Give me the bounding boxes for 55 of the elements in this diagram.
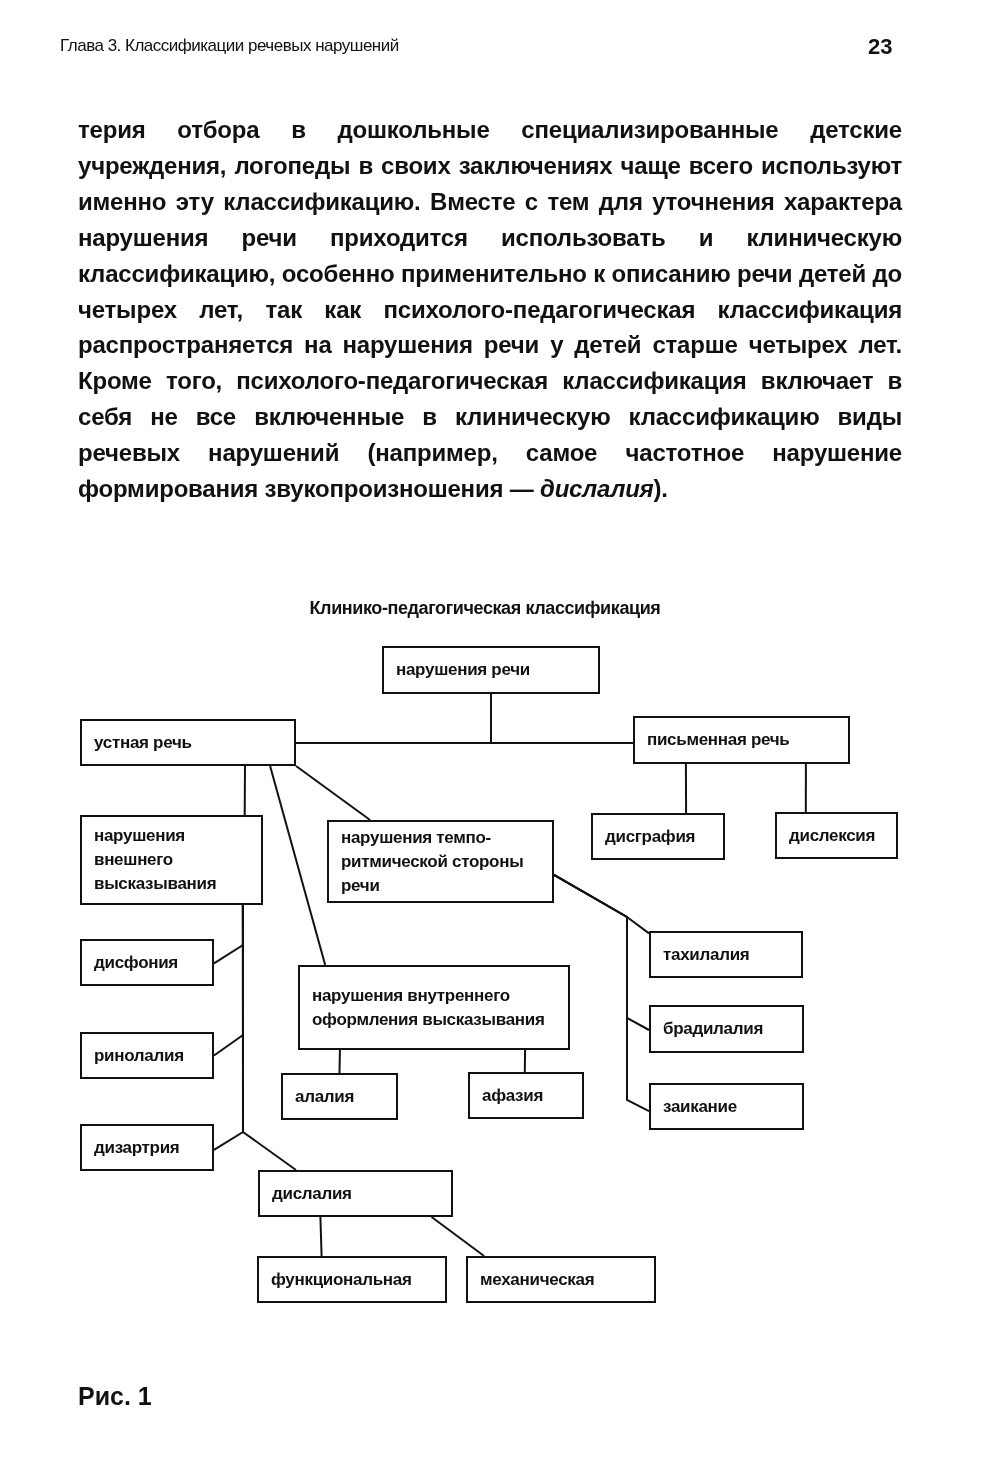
connector-line — [269, 765, 327, 966]
connector-line — [295, 765, 372, 821]
box-label: дизартрия — [94, 1136, 181, 1159]
diagram-title: Клинико-педагогическая классификация — [308, 598, 662, 619]
category-box — [382, 646, 600, 694]
box-label: дисфония — [94, 951, 179, 974]
connector-line — [338, 1049, 341, 1074]
box-label: нарушения внешнего высказывания — [94, 825, 218, 895]
box-label: механическая — [480, 1268, 596, 1291]
category-box — [281, 1073, 398, 1120]
figure-caption: Рис. 1 — [78, 1382, 152, 1411]
running-header: Глава 3. Классификации речевых нарушений — [60, 36, 399, 56]
connector-line — [523, 1049, 527, 1073]
category-box — [649, 931, 803, 978]
box-label: дислексия — [789, 824, 877, 847]
category-box — [80, 719, 296, 766]
box-label: ринолалия — [94, 1044, 185, 1067]
category-box — [591, 813, 725, 860]
box-label: письменная речь — [647, 729, 791, 751]
box-label: брадилалия — [663, 1018, 764, 1040]
category-box — [466, 1256, 656, 1303]
box-label: нарушения речи — [396, 659, 531, 681]
connector-line — [241, 904, 297, 1171]
box-label: устная речь — [94, 731, 193, 754]
category-box — [775, 812, 898, 859]
connector-line — [430, 1216, 486, 1257]
category-box — [468, 1072, 584, 1119]
category-box — [298, 965, 570, 1050]
box-label: алалия — [295, 1085, 356, 1108]
category-box — [633, 716, 850, 764]
box-label: тахилалия — [663, 943, 751, 966]
category-box — [257, 1256, 447, 1303]
category-box — [80, 815, 263, 905]
body-paragraph: терия отбора в дошкольные специализированные детские учреждения, логопеды в своих заключениях чаще всего используют именно эту классификацию. Вместе с тем для уточнения характера нарушения речи приходится использовать и клиническую классификацию, особенно применительно к описанию речи детей до четырех лет, так как психолого-педагогическая классификация распространяется на нарушения речи у детей старше четырех лет. Кроме того, психолого-педагогическая классификация включает в себя не все включенные в клиническую классификацию виды речевых нарушений (например, самое частотное нарушение формирования звукопроизношения — дислалия). — [78, 115, 902, 505]
category-box — [258, 1170, 453, 1217]
connector-line — [243, 765, 246, 816]
box-label: дислалия — [272, 1182, 353, 1205]
box-label: функциональная — [271, 1268, 413, 1291]
category-box — [80, 1124, 214, 1171]
category-box — [649, 1005, 804, 1053]
category-box — [80, 1032, 214, 1079]
connector-line — [553, 873, 650, 1113]
page-number: 23 — [868, 34, 893, 60]
connector-line — [684, 763, 688, 814]
box-label: дисграфия — [605, 825, 697, 848]
box-label: заикание — [663, 1095, 738, 1118]
box-label: нарушения темпо-ритмической стороны речи — [341, 826, 525, 897]
box-label: афазия — [482, 1084, 544, 1107]
category-box — [649, 1083, 804, 1130]
connector-line — [319, 1216, 323, 1257]
box-label: нарушения внутреннего оформления высказывания — [312, 984, 546, 1031]
category-box — [327, 820, 554, 903]
category-box — [80, 939, 214, 986]
connector-line — [804, 763, 807, 813]
connector-line — [490, 693, 634, 744]
